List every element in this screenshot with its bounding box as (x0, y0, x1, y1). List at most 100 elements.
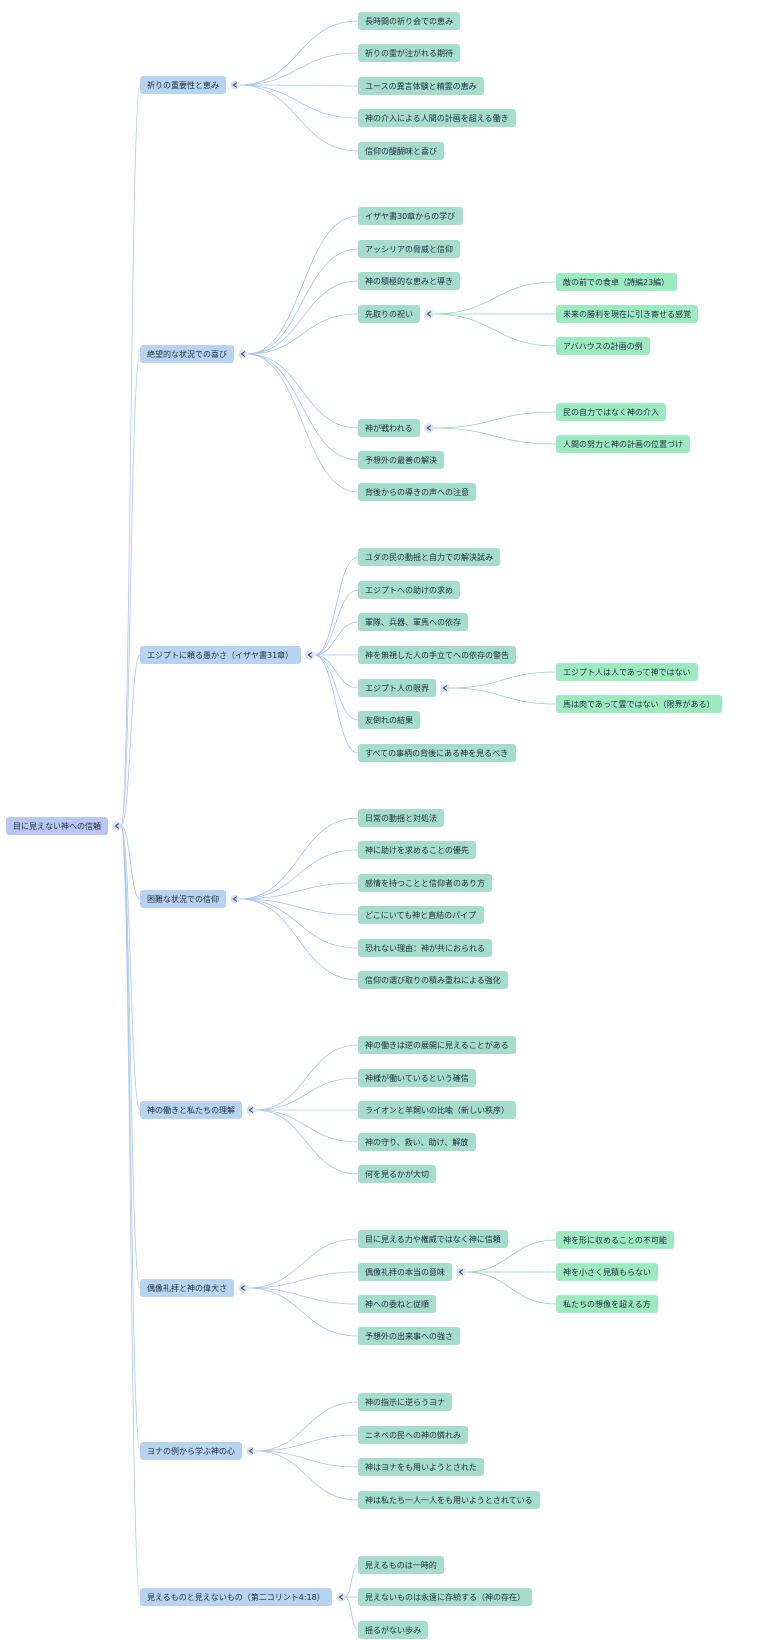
connector-line (313, 621, 359, 656)
node-box (358, 305, 420, 323)
subtopic-node[interactable]: エジプト人は人であって神ではない (556, 663, 698, 681)
connector-line (120, 654, 141, 827)
collapse-toggle-icon[interactable] (336, 1592, 346, 1602)
subtopic-node[interactable]: 未来の勝利を現在に引き寄せる感覚 (556, 305, 698, 323)
topic-node[interactable]: 予想外の最善の解決 (358, 451, 444, 469)
topic-node[interactable]: 軍隊、兵器、軍馬への依存 (358, 613, 468, 631)
topic-node[interactable]: 背後からの導きの声への注意 (358, 483, 476, 501)
topic-node[interactable]: 神への委ねと従順 (358, 1295, 436, 1313)
collapse-toggle-icon[interactable] (230, 894, 240, 904)
topic-node[interactable]: 日常の動揺と対処法 (358, 809, 444, 827)
topic-node[interactable]: ユダの民の動揺と自力での解決試み (358, 548, 500, 566)
collapse-toggle-icon[interactable] (424, 309, 434, 319)
topic-node[interactable]: どこにいても神と直結のパイプ (358, 906, 484, 924)
node-box (556, 435, 690, 453)
node-box (358, 483, 476, 501)
subtopic-node[interactable]: 民の自力ではなく神の介入 (556, 403, 666, 421)
connector-line (432, 411, 557, 429)
collapse-toggle-icon[interactable] (230, 80, 240, 90)
topic-node[interactable]: エジプトへの助けの求め (358, 581, 460, 599)
topic-node[interactable]: 恐れない理由：神が共におられる (358, 939, 492, 957)
subtopic-node[interactable]: 神を形に収めることの不可能 (556, 1231, 674, 1249)
branch-node[interactable]: 絶望的な状況での喜び (140, 345, 234, 363)
branch-node[interactable]: 見えるものと見えないもの（第二コリント4:18） (140, 1588, 332, 1606)
node-box (358, 1263, 452, 1281)
collapse-toggle-icon[interactable] (246, 1446, 256, 1456)
topic-node[interactable]: 信仰の選び取りの積み重ねによる強化 (358, 971, 508, 989)
branch-node[interactable]: 困難な状況での信仰 (140, 890, 226, 908)
topic-node[interactable]: ニネベの民への神の憐れみ (358, 1426, 468, 1444)
node-box (556, 1295, 658, 1313)
node-box (358, 451, 444, 469)
collapse-toggle-icon[interactable] (238, 1283, 248, 1293)
collapse-toggle-icon[interactable] (440, 683, 450, 693)
connector-line (246, 280, 359, 355)
connector-line (254, 1109, 359, 1175)
topic-node[interactable]: 見えないものは永遠に存続する（神の存在） (358, 1588, 532, 1606)
topic-node[interactable]: 偶像礼拝の本当の意味 (358, 1263, 452, 1281)
collapse-toggle-icon[interactable] (424, 423, 434, 433)
topic-node[interactable]: 祈りの霊が注がれる期待 (358, 44, 460, 62)
topic-node[interactable]: 揺るがない歩み (358, 1621, 428, 1639)
node-label: 絶望的な状況での喜び (147, 349, 227, 359)
node-box (358, 906, 484, 924)
topic-node[interactable]: 神様が働いているという確信 (358, 1069, 476, 1087)
collapse-toggle-icon[interactable] (246, 1105, 256, 1115)
branch-node[interactable]: エジプトに頼る愚かさ（イザヤ書31章） (140, 646, 301, 664)
collapse-toggle-icon[interactable] (456, 1267, 466, 1277)
connector-line (254, 1450, 359, 1468)
subtopic-node[interactable]: 敵の前での食卓（詩編23編） (556, 273, 677, 291)
topic-node[interactable]: 神の指示に逆らうヨナ (358, 1393, 452, 1411)
node-label: アッシリアの脅威と信仰 (365, 244, 453, 254)
topic-node[interactable]: イザヤ書30章からの学び (358, 207, 463, 225)
topic-node[interactable]: 神の守り、救い、助け、解放 (358, 1133, 476, 1151)
node-label: 神の働きは逆の展開に見えることがある (365, 1040, 509, 1050)
node-box (358, 1133, 476, 1151)
topic-node[interactable]: 神の介入による人間の計画を超える働き (358, 109, 516, 127)
connector-line (238, 898, 359, 916)
branch-node[interactable]: 神の働きと私たちの理解 (140, 1101, 242, 1119)
collapse-toggle-icon[interactable] (305, 650, 315, 660)
topic-node[interactable]: 神を無視した人の手立てへの依存の警告 (358, 646, 516, 664)
topic-node[interactable]: 感情を持つことと信仰者のあり方 (358, 874, 492, 892)
node-label: 神様が働いているという確信 (365, 1073, 469, 1083)
topic-node[interactable]: アッシリアの脅威と信仰 (358, 240, 460, 258)
connector-line (238, 84, 359, 119)
topic-node[interactable]: ユースの異言体験と精霊の恵み (358, 77, 484, 95)
branch-node[interactable]: 祈りの重要性と恵み (140, 76, 226, 94)
topic-node[interactable]: 友倒れの結果 (358, 711, 420, 729)
topic-node[interactable]: 何を見るかが大切 (358, 1165, 436, 1183)
node-box (556, 305, 698, 323)
root-node[interactable]: 目に見えない神への信頼 (6, 817, 108, 835)
topic-node[interactable]: 長時間の祈り会での恵み (358, 12, 460, 30)
node-box (358, 548, 500, 566)
topic-node[interactable]: 神の積極的な恵みと導き (358, 272, 460, 290)
subtopic-node[interactable]: アバハウスの計画の例 (556, 337, 650, 355)
collapse-toggle-icon[interactable] (238, 349, 248, 359)
subtopic-node[interactable]: 馬は肉であって霊ではない（限界がある） (556, 695, 722, 713)
topic-node[interactable]: 神の働きは逆の展開に見えることがある (358, 1036, 516, 1054)
topic-node[interactable]: 信仰の醍醐味と喜び (358, 142, 444, 160)
topic-node[interactable]: 予想外の出来事への強さ (358, 1327, 460, 1345)
connector-line (254, 1109, 359, 1143)
subtopic-node[interactable]: 神を小さく見積もらない (556, 1263, 658, 1281)
topic-node[interactable]: 目に見える力や権威ではなく神に信頼 (358, 1230, 508, 1248)
topic-node[interactable]: 先取りの祝い (358, 305, 420, 323)
topic-node[interactable]: 神に助けを求めることの優先 (358, 841, 476, 859)
subtopic-node[interactable]: 私たちの想像を超える方 (556, 1295, 658, 1313)
connector-line (246, 353, 359, 461)
connector-line (448, 687, 557, 705)
topic-node[interactable]: ライオンと羊飼いの比喩（新しい秩序） (358, 1101, 516, 1119)
branch-node[interactable]: ヨナの例から学ぶ神の心 (140, 1442, 242, 1460)
topic-node[interactable]: エジプト人の限界 (358, 679, 436, 697)
collapse-toggle-icon[interactable] (112, 821, 122, 831)
topic-node[interactable]: すべての事柄の背後にある神を見るべき (358, 744, 516, 762)
topic-node[interactable]: 神が戦われる (358, 419, 420, 437)
branch-node[interactable]: 偶像礼拝と神の偉大さ (140, 1279, 234, 1297)
topic-node[interactable]: 見えるものは一時的 (358, 1556, 444, 1574)
node-box (358, 1393, 452, 1411)
topic-node[interactable]: 神はヨナをも用いようとされた (358, 1458, 484, 1476)
connector-line (246, 1287, 359, 1337)
topic-node[interactable]: 神は私たち一人一人をも用いようとされている (358, 1491, 540, 1509)
subtopic-node[interactable]: 人間の努力と神の計画の位置づけ (556, 435, 690, 453)
